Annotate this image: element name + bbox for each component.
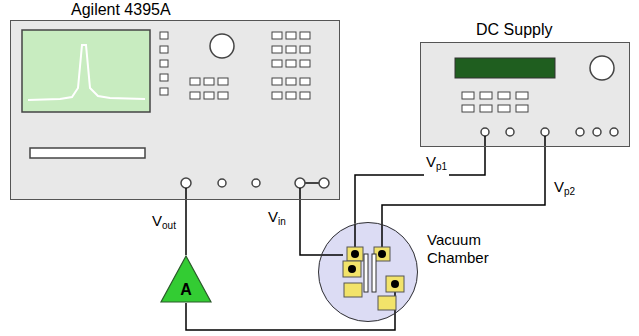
analyzer-knob	[210, 34, 234, 58]
supply-body	[420, 42, 630, 147]
port-lead	[299, 188, 301, 200]
supply-knob	[590, 56, 614, 80]
signal-name: Vp2	[552, 178, 577, 201]
signal-name: Vin	[266, 208, 288, 231]
port-jumper	[305, 182, 319, 184]
drive-slot	[30, 148, 145, 158]
port-lead	[185, 188, 187, 200]
supply-buttons	[462, 92, 528, 112]
signal-wire	[300, 200, 321, 255]
vacuum-chamber: Vacuum Chamber	[318, 222, 418, 322]
analyzer-body	[10, 20, 340, 200]
supply-display	[455, 58, 555, 78]
amplifier: A	[160, 255, 212, 303]
amplifier-label: A	[160, 281, 212, 299]
dc-supply: DC Supply	[420, 42, 630, 147]
analyzer-ports	[181, 178, 329, 188]
supply-terminals	[481, 128, 618, 136]
signal-wire	[382, 147, 545, 224]
analyzer-buttons	[160, 32, 310, 99]
signal-name: Vp1	[424, 153, 449, 176]
screen-trace	[28, 45, 145, 100]
signal-wire	[355, 147, 485, 224]
signal-name: Vout	[150, 212, 178, 235]
instrument-label: Agilent 4395A	[71, 1, 171, 19]
chamber-body	[318, 222, 418, 322]
signal-wire	[185, 200, 187, 255]
instrument-label: DC Supply	[476, 21, 552, 39]
analyzer-screen	[22, 30, 150, 112]
device-chip	[321, 224, 404, 314]
terminal-lead	[484, 136, 486, 147]
signal-wire	[186, 303, 395, 330]
network-analyzer: Agilent 4395A	[10, 20, 340, 200]
terminal-lead	[544, 136, 546, 147]
instrument-label: Vacuum Chamber	[427, 231, 499, 267]
